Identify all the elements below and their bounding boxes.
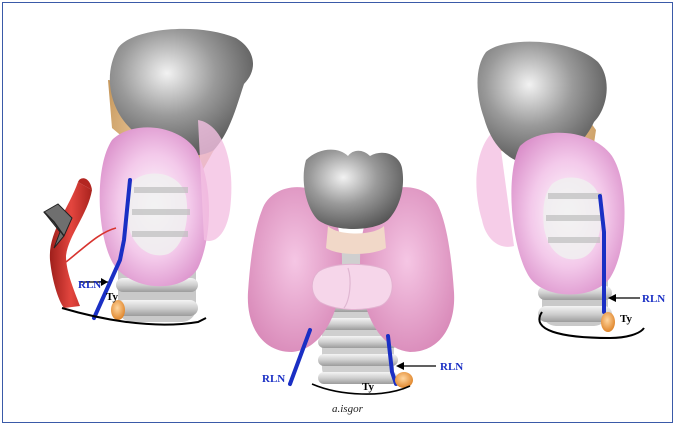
center-ty-label: Ty	[362, 381, 375, 393]
left-ty-label: Ty	[106, 291, 119, 303]
center-rln-label-left: RLN	[262, 373, 285, 385]
left-tubercle	[111, 300, 125, 320]
center-tubercle	[395, 372, 413, 388]
left-rln-label: RLN	[78, 279, 101, 291]
right-rln-label: RLN	[642, 293, 665, 305]
left-view: RLN Ty	[44, 29, 253, 325]
center-view: RLN RLN Ty a.isgor	[248, 150, 463, 415]
right-tubercle	[601, 312, 615, 332]
right-view: RLN Ty	[476, 42, 665, 338]
center-isthmus	[312, 264, 392, 309]
signature: a.isgor	[332, 403, 364, 415]
center-rln-label-right: RLN	[440, 361, 463, 373]
center-cricoid	[326, 226, 386, 254]
center-thyroid-cartilage	[304, 150, 403, 229]
right-ty-label: Ty	[620, 313, 633, 325]
